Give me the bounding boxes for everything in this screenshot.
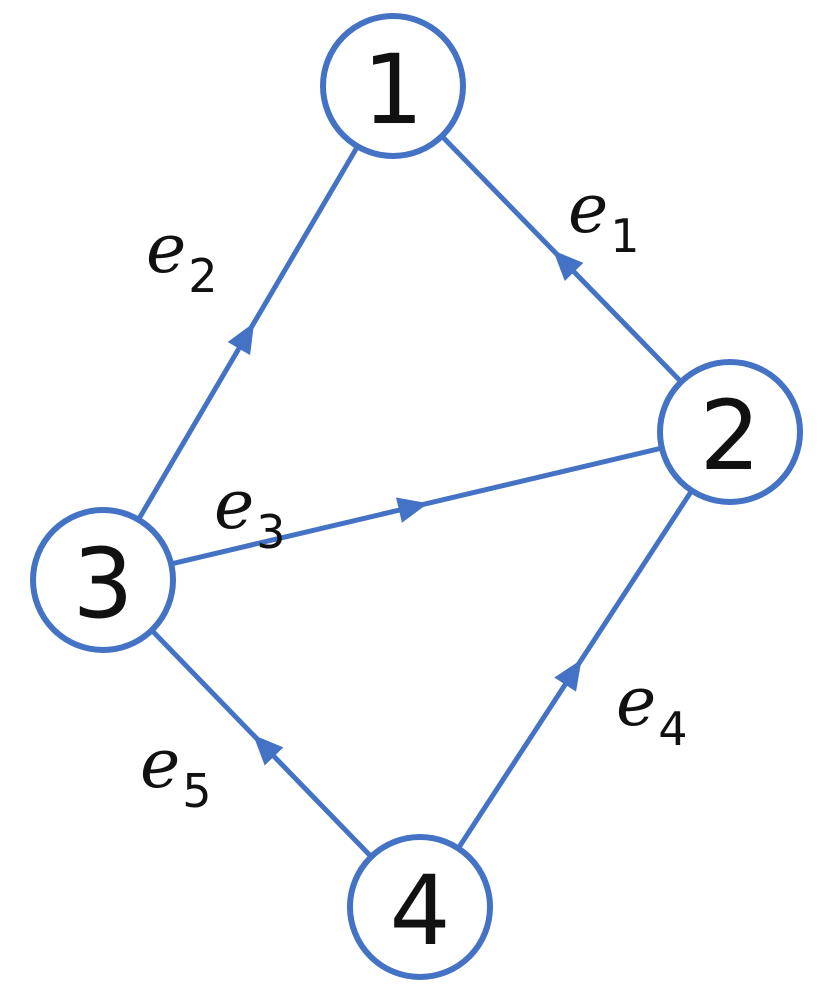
edge-label-e5: e5 xyxy=(140,725,212,818)
edge-e3 xyxy=(170,445,663,567)
edge-label-base: e xyxy=(568,170,608,249)
node-label-2: 2 xyxy=(699,380,760,492)
edge-label-e2: e2 xyxy=(146,210,218,303)
node-1: 1 xyxy=(320,13,466,159)
edge-e2 xyxy=(136,145,360,521)
node-label-4: 4 xyxy=(389,855,450,967)
edge-label-base: e xyxy=(214,466,254,545)
node-circle-2 xyxy=(657,359,803,505)
arrow-head-e5 xyxy=(253,734,284,766)
edge-label-subscript: 2 xyxy=(188,249,217,303)
edge-label-e3: e3 xyxy=(214,466,286,559)
edge-label-subscript: 5 xyxy=(182,764,211,818)
node-circle-1 xyxy=(320,13,466,159)
edge-label-subscript: 4 xyxy=(658,702,687,756)
nodes-layer: 1 2 3 4 xyxy=(30,13,803,980)
edge-label-base: e xyxy=(140,725,180,804)
edge-label-subscript: 1 xyxy=(610,209,639,263)
edge-e1 xyxy=(440,134,683,384)
edge-label-base: e xyxy=(146,210,186,289)
edges-layer xyxy=(136,134,694,859)
node-circle-3 xyxy=(30,507,176,653)
edge-e5 xyxy=(149,628,374,859)
edge-e4 xyxy=(456,489,694,850)
node-3: 3 xyxy=(30,507,176,653)
edge-label-e4: e4 xyxy=(616,663,688,756)
edge-label-base: e xyxy=(616,663,656,742)
edge-label-subscript: 3 xyxy=(256,505,285,559)
arrow-head-e4 xyxy=(554,659,582,692)
node-label-1: 1 xyxy=(362,34,423,146)
node-4: 4 xyxy=(347,834,493,980)
arrow-head-e3 xyxy=(395,497,429,523)
arrow-head-e2 xyxy=(227,322,255,356)
node-circle-4 xyxy=(347,834,493,980)
node-2: 2 xyxy=(657,359,803,505)
node-label-3: 3 xyxy=(72,528,133,640)
edge-label-e1: e1 xyxy=(568,170,640,263)
arrow-head-e1 xyxy=(553,250,584,281)
